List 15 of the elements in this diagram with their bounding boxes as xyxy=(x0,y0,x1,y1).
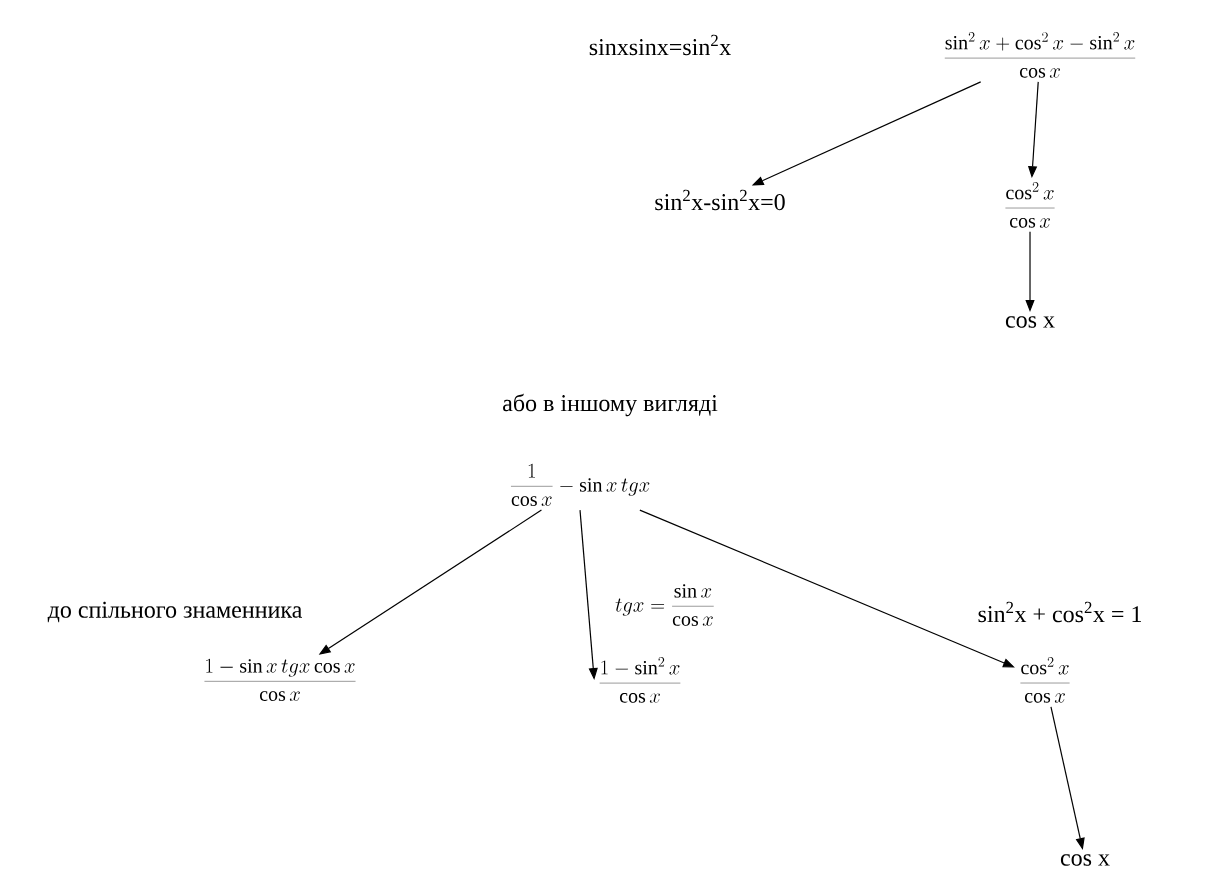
edge-label: $tgx=\frac{\sin x}{\cos x}$ xyxy=(613,582,717,628)
formula: $\frac{\cos^2 x}{\cos x}$ xyxy=(1005,182,1055,228)
expression: sin$^{2}$x-sin$^{2}$x=0 xyxy=(655,189,785,211)
formula: $\frac{1-\sin x\,tgx\cos x}{\cos x}$ xyxy=(204,658,356,701)
formula: $\frac{\sin^2 x+\cos^2 x-\sin^2 x}{\cos x}$ xyxy=(944,32,1136,78)
formula: $\frac{1-\sin^2 x}{\cos x}$ xyxy=(599,657,681,703)
expression: cos x xyxy=(1005,316,1055,328)
formula: $\frac{\cos^2 x}{\cos x}$ xyxy=(1020,657,1070,703)
edge-label: до спільного знаменника xyxy=(45,599,305,625)
label: або в іншому вигляді xyxy=(503,393,718,417)
edge-label: sin$^{2}$x + cos$^{2}$x = 1 xyxy=(975,599,1145,625)
arrow xyxy=(639,509,1015,668)
label: sinxsinx=sin$^{2}$x xyxy=(589,34,731,56)
expression: cos x xyxy=(1060,854,1110,866)
formula: $\frac{1}{\cos x}-\sin x\,tgx$ xyxy=(510,463,650,506)
